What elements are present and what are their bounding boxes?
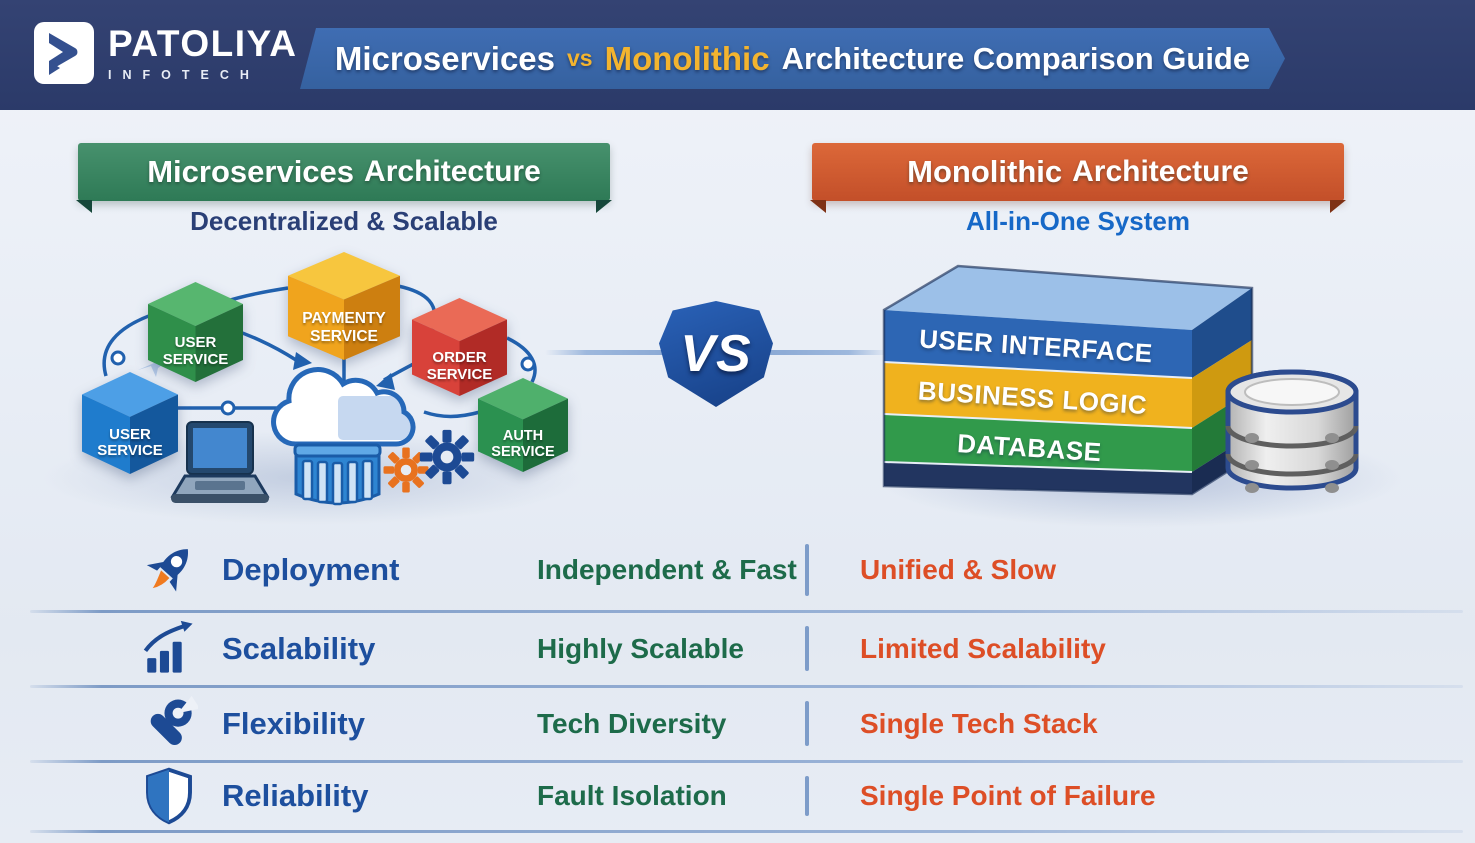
monolithic-value: Limited Scalability <box>860 632 1106 664</box>
patoliya-logo: PATOLIYA INFOTECH <box>34 22 298 84</box>
microservices-value: Tech Diversity <box>537 707 727 739</box>
column-divider <box>805 776 809 816</box>
feature-label: Deployment <box>222 552 400 587</box>
monolithic-value: Unified & Slow <box>860 554 1056 585</box>
microservices-diagram: PAYMENTY SERVICE USER SERVICE ORDER SERV… <box>60 240 620 530</box>
monolithic-subtitle: All-in-One System <box>966 206 1190 236</box>
microservices-banner: Microservices Architecture <box>44 143 644 213</box>
auth-service-label-line1: AUTH <box>502 427 544 444</box>
logo-chevron-icon <box>49 33 78 75</box>
cube-payment-service: PAYMENTY SERVICE <box>288 252 400 360</box>
order-service-label-line1: ORDER <box>432 348 487 366</box>
table-row-deployment: Deployment Independent & Fast Unified & … <box>0 530 1475 610</box>
payment-service-label-line1: PAYMENTY <box>302 310 386 328</box>
rocket-icon <box>138 530 200 610</box>
auth-service-label-line2: SERVICE <box>491 443 555 460</box>
monolith-box <box>882 264 1254 496</box>
column-divider <box>805 701 809 746</box>
payment-service-label-line2: SERVICE <box>310 327 378 345</box>
user-service-left-label-line1: USER <box>109 425 151 443</box>
header-bar: PATOLIYA INFOTECH Microservices vs Monol… <box>0 0 1475 110</box>
vs-label: VS <box>680 325 752 383</box>
microservices-value: Independent & Fast <box>537 554 797 585</box>
table-row-flexibility: Flexibility Tech Diversity Single Tech S… <box>0 687 1475 760</box>
monolithic-value: Single Tech Stack <box>860 707 1098 739</box>
table-row-scalability: Scalability Highly Scalable Limited Scal… <box>0 612 1475 685</box>
title-lead: Microservices <box>334 39 556 77</box>
microservices-value: Fault Isolation <box>537 780 727 811</box>
monolith-stack: USER INTERFACE BUSINESS LOGIC DATABASE <box>868 256 1263 511</box>
container-icon <box>293 443 382 506</box>
logo-subname: INFOTECH <box>108 67 260 82</box>
title-mid: Monolithic <box>604 39 770 77</box>
microservices-subtitle: Decentralized & Scalable <box>190 206 498 236</box>
microservices-banner-rest: Architecture <box>364 155 541 188</box>
user-service-top-label-line1: USER <box>174 334 217 352</box>
title-ribbon: Microservices vs Monolithic Architecture… <box>300 28 1285 89</box>
order-service-label-line2: SERVICE <box>426 365 493 383</box>
growth-chart-icon <box>138 612 200 685</box>
row-divider <box>30 685 1463 688</box>
cloud-icon <box>260 340 432 452</box>
microservices-value: Highly Scalable <box>537 632 744 664</box>
title-vs: vs <box>567 45 593 71</box>
wrench-icon <box>138 687 200 760</box>
title-tail: Architecture Comparison Guide <box>781 40 1251 76</box>
logo-name: PATOLIYA <box>108 22 298 64</box>
gear-icon-orange <box>383 447 429 493</box>
microservices-banner-highlight: Microservices <box>147 154 355 189</box>
row-divider <box>30 610 1463 613</box>
cube-auth-service: AUTH SERVICE <box>478 378 568 472</box>
user-service-top-label-line2: SERVICE <box>162 351 229 368</box>
column-divider <box>805 544 809 596</box>
monolithic-banner-rest: Architecture <box>1072 155 1249 188</box>
cube-user-service-left: USER SERVICE <box>82 372 178 474</box>
cube-order-service: ORDER SERVICE <box>412 298 507 396</box>
shield-icon <box>138 762 200 830</box>
cube-user-service-top: USER SERVICE <box>148 282 243 382</box>
row-divider <box>30 830 1463 833</box>
monolithic-value: Single Point of Failure <box>860 780 1156 811</box>
feature-label: Scalability <box>222 630 376 666</box>
laptop-icon <box>170 421 270 503</box>
monolithic-banner: Monolithic Architecture <box>778 143 1378 213</box>
feature-label: Flexibility <box>222 705 365 741</box>
patoliya-logo-icon <box>34 22 94 84</box>
database-cylinder-icon <box>1225 369 1359 493</box>
monolithic-banner-highlight: Monolithic <box>907 154 1063 189</box>
column-divider <box>805 626 809 671</box>
gear-icon-blue <box>419 429 475 485</box>
table-row-reliability: Reliability Fault Isolation Single Point… <box>0 762 1475 830</box>
row-divider <box>30 760 1463 763</box>
feature-label: Reliability <box>222 778 369 813</box>
user-service-left-label-line2: SERVICE <box>97 442 163 460</box>
vs-badge: VS <box>659 301 773 407</box>
